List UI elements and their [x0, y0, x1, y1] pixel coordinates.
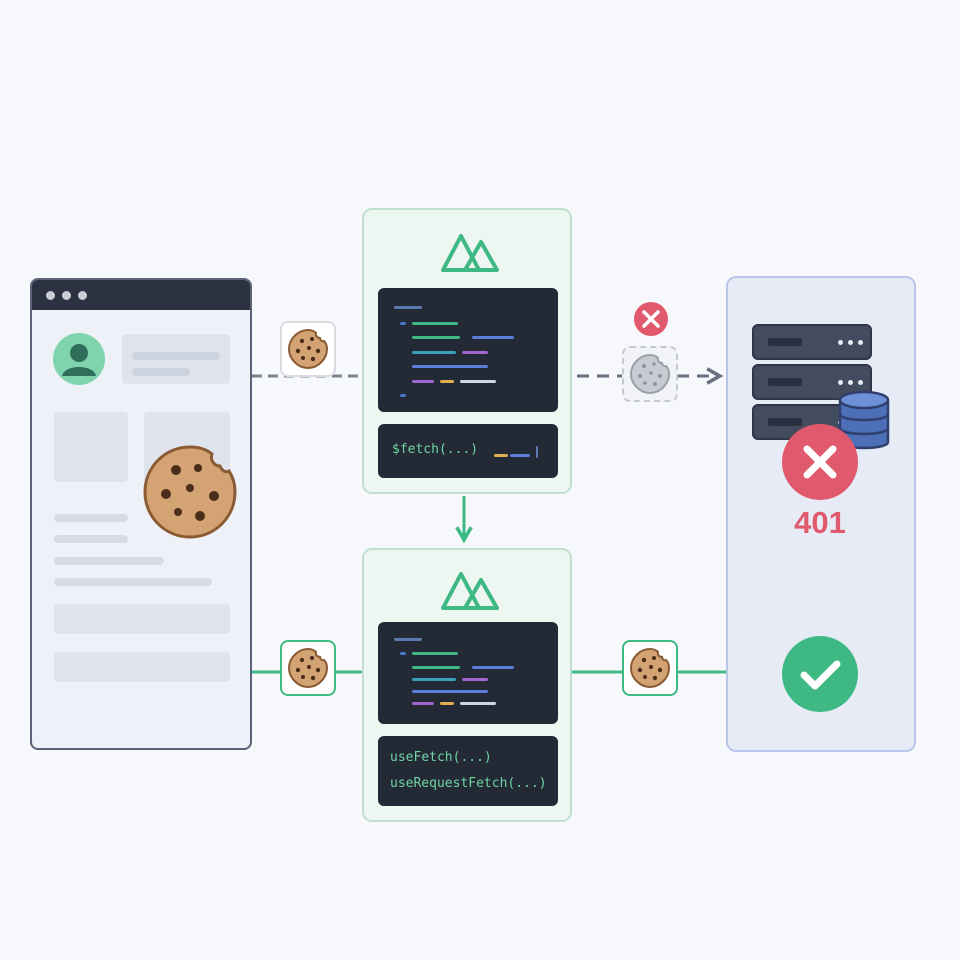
error-status-code: 401 — [794, 505, 846, 540]
content-row — [54, 604, 230, 634]
fetch-panel: $fetch(...) — [362, 208, 572, 494]
cookie-badge — [280, 321, 336, 377]
placeholder-line — [54, 557, 164, 565]
blocked-cookie-badge — [622, 346, 678, 402]
browser-title-bar — [32, 280, 250, 310]
cookie-icon — [288, 648, 328, 688]
code-snippet — [378, 288, 558, 412]
success-check-icon — [782, 636, 858, 712]
forwarded-cookie-badge — [622, 640, 678, 696]
error-x-icon — [782, 424, 858, 500]
browser-window — [30, 278, 252, 750]
cookie-icon — [630, 648, 670, 688]
placeholder-line — [54, 514, 128, 522]
placeholder-line — [54, 535, 128, 543]
server-rack — [752, 324, 872, 360]
user-avatar-icon — [53, 333, 105, 385]
usefetch-call-box: useFetch(...) useRequestFetch(...) — [378, 736, 558, 806]
nuxt-logo-icon — [441, 234, 499, 272]
database-icon — [838, 390, 890, 450]
error-x-icon — [634, 302, 668, 336]
window-dot — [46, 291, 55, 300]
userequestfetch-call-text: useRequestFetch(...) — [390, 776, 547, 791]
placeholder-line — [132, 368, 190, 376]
fetch-call-text: $fetch(...) — [392, 442, 479, 457]
placeholder-line — [54, 578, 212, 586]
window-dot — [78, 291, 87, 300]
usefetch-panel: useFetch(...) useRequestFetch(...) — [362, 548, 572, 822]
cookie-badge — [280, 640, 336, 696]
usefetch-call-text: useFetch(...) — [390, 750, 492, 765]
fetch-call-box: $fetch(...) — [378, 424, 558, 478]
nuxt-logo-icon — [441, 572, 499, 610]
cookie-icon — [288, 329, 328, 369]
content-row — [54, 652, 230, 682]
cookie-icon — [143, 445, 237, 539]
placeholder-line — [132, 352, 220, 360]
cookie-icon — [630, 354, 670, 394]
content-tile — [54, 412, 128, 482]
window-dot — [62, 291, 71, 300]
code-snippet — [378, 622, 558, 724]
